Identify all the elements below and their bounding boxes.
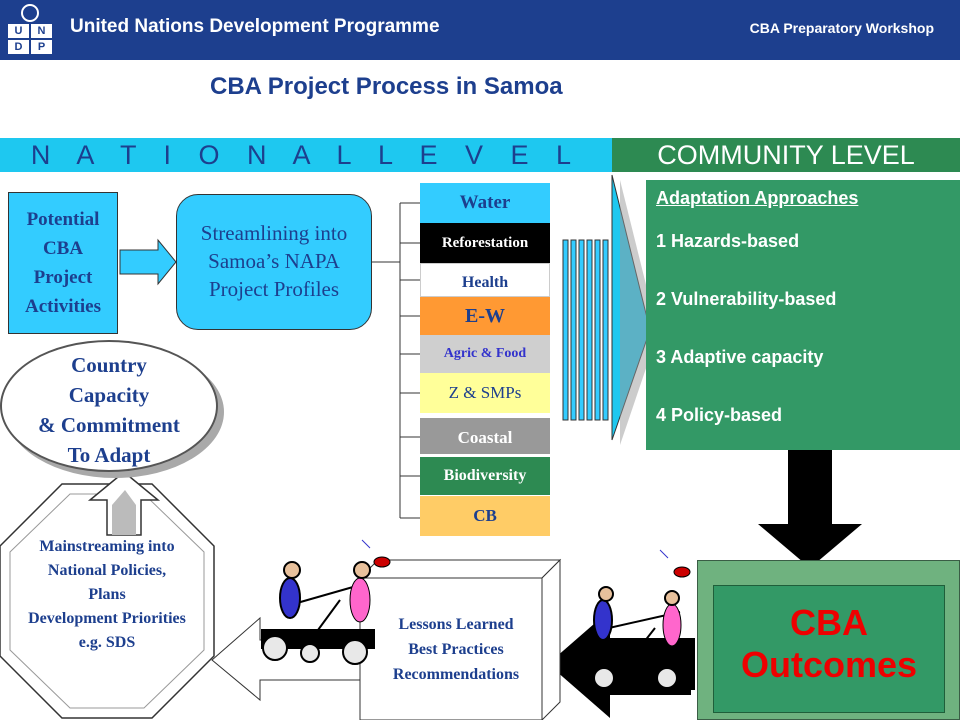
mainstream-line: Mainstreaming into	[39, 538, 175, 555]
potential-activities-box: Potential CBA Project Activities	[8, 192, 118, 334]
workshop-label: CBA Preparatory Workshop	[749, 20, 934, 36]
country-capacity-oval: Country Capacity & Commitment To Adapt	[0, 340, 218, 472]
cba-outcomes-box: CBA Outcomes	[713, 585, 945, 713]
sector-bracket	[372, 202, 420, 519]
sector-biodiversity: Biodiversity	[420, 457, 550, 495]
handcar-cartoon-icon	[261, 561, 375, 665]
lessons-line: Recommendations	[392, 666, 520, 683]
sector-agric-food: Agric & Food	[420, 335, 550, 373]
sector-cb: CB	[420, 496, 550, 536]
arrow-down-icon	[758, 450, 862, 568]
community-level-band: COMMUNITY LEVEL	[612, 138, 960, 172]
arrow-right-icon	[119, 238, 177, 286]
arrow-left-icon	[548, 610, 695, 718]
country-line: & Commitment	[38, 413, 180, 437]
streamline-line: Streamlining into	[200, 221, 348, 245]
sector-ew: E-W	[420, 297, 550, 335]
mainstream-line: Development Priorities	[28, 610, 186, 627]
org-name: United Nations Development Programme	[70, 16, 440, 37]
outline-arrow-left-icon	[211, 616, 361, 702]
logo-letter: N	[31, 24, 52, 38]
handcar-cartoon-icon	[587, 586, 691, 695]
adaptation-approaches-box: Adaptation Approaches 1 Hazards-based 2 …	[646, 180, 960, 450]
logo-letter: D	[8, 40, 29, 54]
mainstream-line: e.g. SDS	[78, 634, 136, 651]
outcomes-line: CBA	[790, 602, 868, 643]
country-line: Capacity	[68, 383, 150, 407]
streamlining-box: Streamlining into Samoa’s NAPA Project P…	[176, 194, 372, 330]
mainstreaming-box: Mainstreaming into National Policies, Pl…	[0, 535, 214, 675]
streamline-line: Project Profiles	[208, 277, 340, 301]
mainstream-line: National Policies,	[47, 562, 167, 579]
lessons-learned-box: Lessons Learned Best Practices Recommend…	[370, 600, 542, 710]
page-title: CBA Project Process in Samoa	[210, 73, 563, 100]
sector-z-smps: Z & SMPs	[420, 373, 550, 413]
logo-letter: P	[31, 40, 52, 54]
potential-line: Potential	[26, 209, 100, 230]
un-emblem-icon	[21, 4, 39, 22]
country-line: Country	[71, 353, 147, 377]
sector-reforestation: Reforestation	[420, 223, 550, 263]
lessons-line: Lessons Learned	[398, 616, 514, 633]
logo-letter: U	[8, 24, 29, 38]
sector-water: Water	[420, 183, 550, 223]
adaptation-title: Adaptation Approaches	[656, 188, 859, 208]
country-line: To Adapt	[67, 443, 151, 467]
arrow-up-icon	[87, 471, 161, 536]
potential-line: Project	[33, 267, 93, 288]
adaptation-item: 1 Hazards-based	[656, 231, 800, 251]
national-level-band: N A T I O N A L L E V E L	[0, 138, 612, 172]
bird-icon	[659, 549, 691, 578]
adaptation-item: 4 Policy-based	[656, 405, 783, 425]
adaptation-item: 2 Vulnerability-based	[656, 289, 837, 309]
outcomes-line: Outcomes	[740, 644, 918, 685]
sector-health: Health	[420, 263, 550, 297]
big-arrow-right-icon	[562, 174, 651, 441]
bird-icon	[361, 539, 391, 568]
lessons-line: Best Practices	[408, 641, 504, 658]
mainstream-line: Plans	[88, 586, 126, 603]
sector-coastal: Coastal	[420, 418, 550, 454]
potential-line: Activities	[25, 296, 101, 317]
header-bar: U N D P United Nations Development Progr…	[0, 0, 960, 60]
adaptation-item: 3 Adaptive capacity	[656, 347, 824, 367]
undp-logo: U N D P	[8, 4, 52, 54]
streamline-line: Samoa’s NAPA	[208, 249, 340, 273]
potential-line: CBA	[42, 238, 84, 259]
